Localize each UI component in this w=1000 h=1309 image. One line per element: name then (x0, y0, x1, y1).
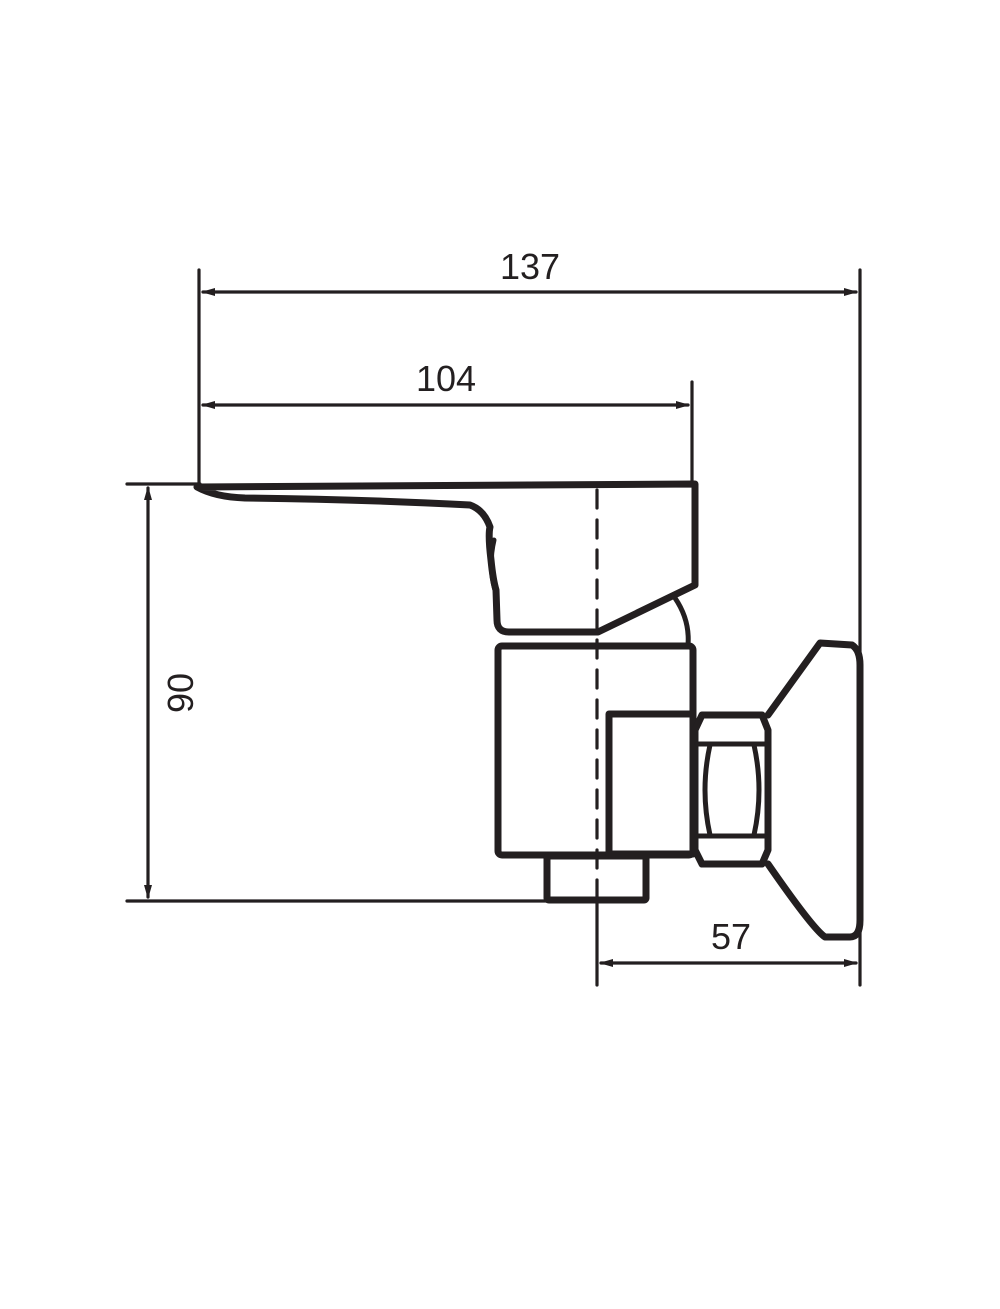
dimension-handle-length: 104 (201, 358, 694, 487)
hex-nut-ridge-left (702, 742, 713, 838)
arrowhead-right (676, 401, 690, 409)
hex-nut (691, 711, 772, 868)
dimension-label-overall: 137 (500, 246, 560, 287)
dimension-label-depth: 57 (711, 916, 751, 957)
dimension-label-handle: 104 (416, 358, 476, 399)
arrowhead-right (844, 959, 858, 967)
dimension-depth: 57 (595, 898, 858, 987)
cartridge-arc (672, 595, 691, 648)
arrowhead-left (599, 959, 613, 967)
arrowhead-left (201, 288, 215, 296)
arrowhead-top (144, 486, 152, 500)
lever-handle (193, 480, 699, 636)
dimension-label-height: 90 (160, 673, 201, 713)
lever-grip-accent (488, 537, 498, 593)
faucet-body (193, 480, 864, 941)
arrowhead-right (844, 288, 858, 296)
connector-block (605, 710, 697, 858)
arrowhead-bottom (144, 885, 152, 899)
hex-nut-ridge-right (751, 742, 762, 838)
dimension-height: 90 (125, 482, 550, 903)
wall-flange (764, 639, 864, 941)
arrowhead-left (201, 401, 215, 409)
dimension-overall-width: 137 (197, 246, 862, 987)
